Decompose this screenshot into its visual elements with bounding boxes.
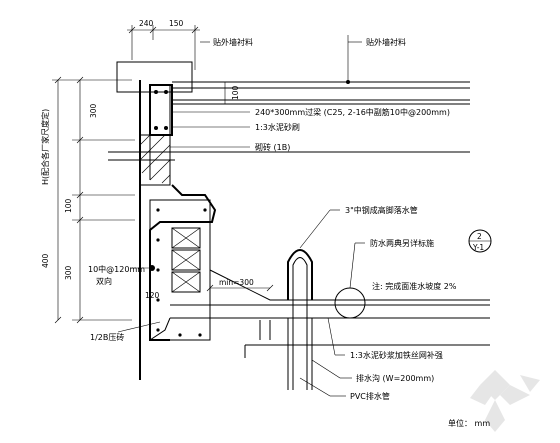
label-pvc: PVC排水管: [350, 391, 390, 401]
dim-400: 400: [41, 253, 50, 268]
label-beam: 240*300mm过梁 (C25, 2-16中副筋10中@200mm): [255, 107, 450, 117]
dim-150: 150: [169, 19, 184, 28]
label-brick: 砌砖 (1B): [255, 142, 290, 152]
label-brick-half: 1/2B压砖: [90, 332, 124, 342]
label-rebar: 10中@120mm: [88, 264, 145, 274]
label-vertical-h: H(配合各厂家尺度定): [40, 109, 50, 185]
label-tube: 3"中钢成高脚落水管: [345, 205, 418, 215]
label-mortar-mesh: 1:3水泥砂浆加铁丝网补强: [350, 350, 443, 360]
dim-240: 240: [139, 19, 154, 28]
label-double: 双向: [96, 276, 112, 286]
dim-min300: min=300: [219, 278, 254, 287]
label-mortar-plaster: 1:3水泥砂刷: [255, 122, 300, 132]
dim-300-bottom: 300: [64, 265, 73, 280]
roof-slab: 100: [172, 80, 470, 153]
dim-100-left: 100: [64, 198, 73, 213]
dim-slab-100: 100: [231, 85, 240, 100]
label-unit: 单位： mm: [448, 418, 490, 428]
gutter-body: [149, 184, 217, 341]
label-gutter: 排水沟 (W=200mm): [356, 373, 434, 383]
wall-section: [108, 61, 193, 380]
dim-300-top: 300: [89, 103, 98, 118]
detail-circle: [334, 287, 366, 319]
top-dimension: 240 150: [127, 19, 200, 70]
label-waterproof: 防水两典另详标施: [370, 238, 434, 248]
watermark-logo: [470, 370, 540, 432]
ref-top: 2: [477, 232, 482, 241]
label-tiezai-left: 贴外墙衬料: [213, 37, 253, 47]
downpipe: [287, 249, 313, 390]
label-note-slope: 注: 完成面准水坡度 2%: [372, 281, 457, 291]
dim-120: 120: [145, 291, 160, 300]
label-tiezai-right: 贴外墙衬料: [366, 37, 406, 47]
left-dimension: 300 100 400 300 H(配合各厂家尺度定): [40, 76, 135, 324]
ref-bottom: Y-1: [472, 243, 484, 252]
